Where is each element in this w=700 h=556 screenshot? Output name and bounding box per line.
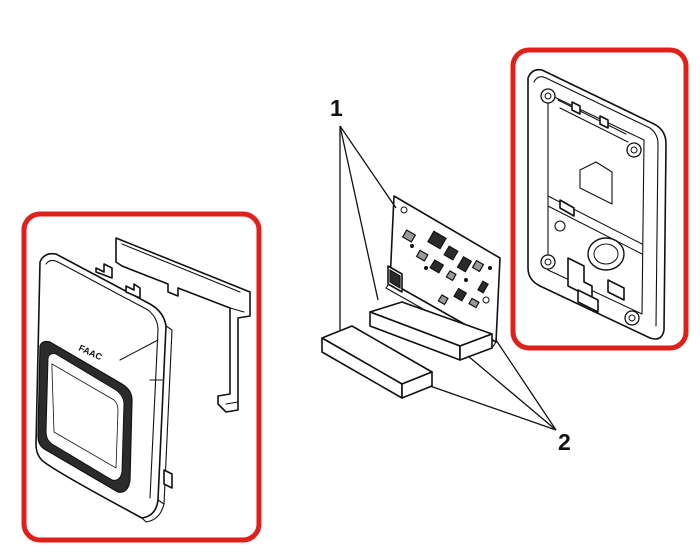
callout-label-2: 2	[558, 429, 571, 455]
foam-pad-upper	[369, 301, 493, 361]
seal-gasket	[115, 237, 251, 413]
circuit-board	[385, 195, 501, 349]
foam-pad-lower	[321, 325, 433, 399]
callout-label-1: 1	[330, 95, 343, 121]
leader-lines-2	[429, 339, 557, 431]
front-cover: FAAC	[35, 252, 173, 523]
back-housing	[527, 68, 667, 340]
highlight-back-housing	[510, 47, 689, 351]
highlight-front-cover	[21, 211, 262, 543]
leader-lines-1	[339, 125, 397, 330]
